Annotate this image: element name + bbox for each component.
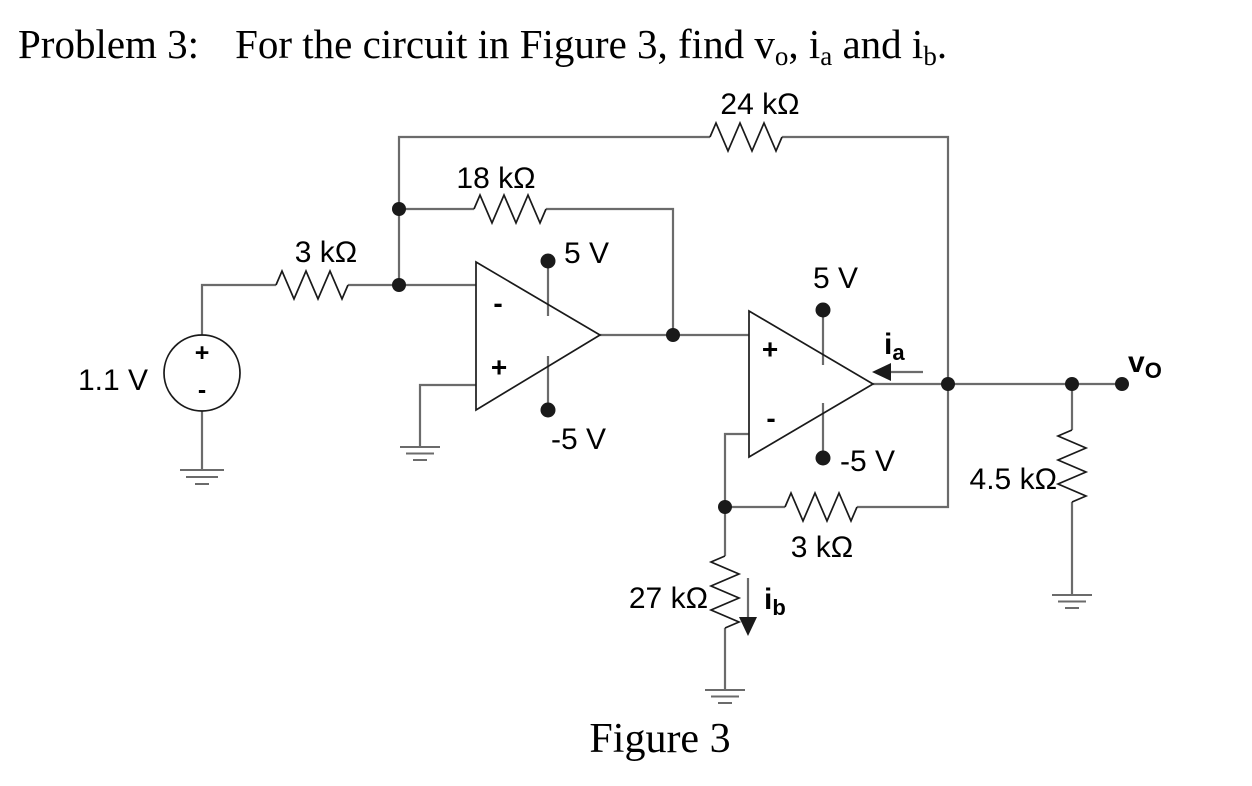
source-plus-sign: + <box>195 339 210 367</box>
problem-text: , i <box>788 21 821 67</box>
resistor-24k-label: 24 kΩ <box>720 88 799 121</box>
opamp2-noninverting-sign: + <box>762 334 778 365</box>
ia-arrowhead <box>872 363 891 381</box>
opamp2-triangle <box>748 309 875 459</box>
supply-dot-opamp2-vneg <box>815 450 831 466</box>
ia-label-base: i <box>884 328 892 361</box>
ground-symbol-27k <box>705 689 745 704</box>
wire-inner-feedback <box>399 207 675 335</box>
supply-dot-opamp2-vpos <box>815 302 831 318</box>
problem-title: Problem 3: For the circuit in Figure 3, f… <box>18 21 948 72</box>
ia-arrow <box>872 363 923 381</box>
ground-symbol-load <box>1052 594 1092 609</box>
opamp1-noninverting-sign: + <box>491 352 507 383</box>
ground-symbol-source <box>180 469 224 485</box>
resistor-4.5k-label: 4.5 kΩ <box>970 463 1057 496</box>
source-minus-sign: - <box>198 376 206 404</box>
resistor-3k-feedback-label: 3 kΩ <box>791 531 853 564</box>
wire-input <box>200 283 476 335</box>
source-value-label: 1.1 V <box>78 364 148 397</box>
vo-label-sub: O <box>1145 358 1162 383</box>
opamp1-triangle <box>475 260 602 412</box>
resistor-27k <box>708 555 742 629</box>
problem-text: For the circuit in Figure 3, find v <box>235 21 775 67</box>
opamp2-inverting-sign: - <box>766 403 775 434</box>
problem-text: . <box>936 21 948 67</box>
ia-subscript: a <box>820 41 833 71</box>
node-dot-feedback-junction <box>718 500 732 514</box>
opamp2-vpos-label: 5 V <box>813 262 858 295</box>
ib-arrowhead <box>739 617 757 636</box>
wire-opamp2-inverting <box>723 432 749 507</box>
voltage-source-symbol <box>163 334 241 412</box>
resistor-24k <box>709 120 783 154</box>
opamp1-vneg-label: -5 V <box>551 423 606 456</box>
supply-dot-opamp1-vneg <box>540 402 556 418</box>
ia-label-sub: a <box>892 340 905 365</box>
wire-stage2-feedback <box>725 384 950 509</box>
vo-label: vO <box>1128 346 1162 383</box>
resistor-18k-label: 18 kΩ <box>456 162 535 195</box>
resistor-27k-label: 27 kΩ <box>629 582 708 615</box>
opamp1-inverting-sign: - <box>493 288 502 319</box>
ib-label: ib <box>764 583 786 620</box>
resistor-3k-input-label: 3 kΩ <box>295 236 357 269</box>
node-dot-18k-junction <box>392 202 406 216</box>
resistor-18k <box>473 192 547 226</box>
wire-opamp1-noninverting <box>418 383 476 447</box>
resistor-4.5k <box>1055 429 1089 503</box>
vo-label-base: v <box>1128 346 1145 379</box>
ib-label-sub: b <box>772 595 785 620</box>
ground-symbol-opamp1 <box>400 446 440 461</box>
node-dot-output <box>941 377 955 391</box>
resistor-3k-input <box>275 268 349 302</box>
vo-subscript: o <box>774 41 789 71</box>
ia-label: ia <box>884 328 905 365</box>
node-dot-stage1-output <box>666 328 680 342</box>
node-dot-load <box>1065 377 1079 391</box>
supply-dot-opamp1-vpos <box>540 253 556 269</box>
resistor-3k-feedback <box>784 490 858 524</box>
node-dot-input-junction <box>392 278 406 292</box>
wire-outer-feedback <box>397 135 950 384</box>
ib-arrow <box>739 578 757 636</box>
problem-text: and i <box>832 21 924 67</box>
opamp1-vpos-label: 5 V <box>564 237 609 270</box>
opamp2-vneg-label: -5 V <box>840 445 895 478</box>
figure-caption: Figure 3 <box>589 716 730 762</box>
ib-label-base: i <box>764 583 772 616</box>
terminal-dot-vo <box>1115 377 1129 391</box>
ib-subscript: b <box>923 41 937 71</box>
problem-number: Problem 3: <box>18 21 200 67</box>
